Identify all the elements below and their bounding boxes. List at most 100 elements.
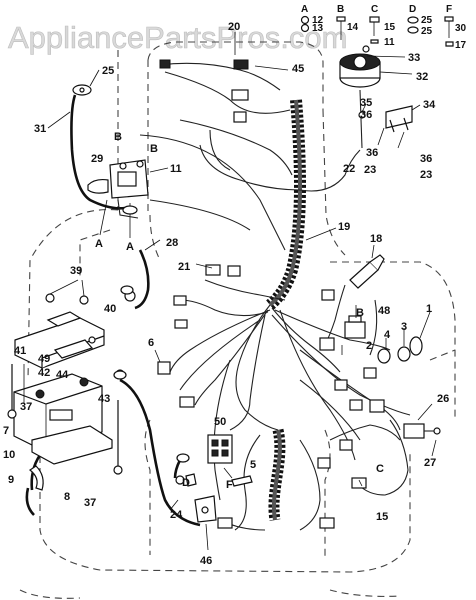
connector-icon [319, 517, 335, 529]
connector-icon [349, 399, 363, 411]
connectors [157, 59, 385, 529]
connector-icon [317, 457, 331, 469]
callout-31: 31 [34, 123, 46, 135]
relay-module [207, 434, 233, 464]
key-letter-b: B [337, 4, 344, 15]
callout-21: 21 [178, 261, 190, 273]
connector-icon [369, 399, 385, 413]
callout-34: 34 [423, 99, 436, 111]
callout-18: 18 [370, 233, 382, 245]
callout-43: 43 [98, 393, 110, 405]
vent-tube [28, 465, 44, 491]
battery-terminal [79, 377, 89, 387]
callout-8: 8 [64, 491, 70, 503]
callout-36b: 36 [366, 147, 378, 159]
key-item-17: 17 [455, 40, 467, 51]
grommet-icon [377, 348, 391, 364]
callout-5: 5 [250, 459, 256, 471]
callout-26: 26 [437, 393, 449, 405]
ref-letter-a: A [95, 238, 103, 250]
harness-clip [194, 495, 217, 551]
key-letter-a: A [301, 4, 308, 15]
callout-49: 49 [38, 353, 50, 365]
bolt-head-icon [444, 16, 454, 22]
connector-icon [159, 59, 171, 69]
callout-32: 32 [416, 71, 428, 83]
grommet-icon [397, 346, 411, 362]
callout-9: 9 [8, 474, 14, 486]
washer-icon [407, 16, 419, 24]
starter-solenoid [87, 159, 169, 238]
nut-icon [370, 39, 379, 44]
callout-22: 22 [343, 163, 355, 175]
callout-6: 6 [148, 337, 154, 349]
callout-33: 33 [408, 52, 420, 64]
lower-conduit [268, 428, 286, 521]
callout-7: 7 [3, 425, 9, 437]
callout-46: 46 [200, 555, 212, 567]
connector-icon [233, 111, 247, 123]
key-item-25a: 25 [421, 15, 433, 26]
hardware-key: A 12 13 B 14 C 15 11 D 25 25 F 30 17 [300, 4, 467, 51]
key-item-11: 11 [384, 37, 395, 48]
main-harness-conduit [266, 99, 306, 310]
fuel-solenoid-plug [349, 244, 385, 289]
callout-41: 41 [14, 345, 26, 357]
connector-icon [339, 439, 353, 451]
callout-45: 45 [292, 63, 304, 75]
switch-bracket [358, 89, 421, 149]
switch-icon [363, 367, 377, 379]
key-item-13: 13 [312, 23, 324, 34]
callout-labels: 1 2 3 4 5 6 7 8 9 10 11 15 18 19 20 21 2… [3, 21, 449, 567]
connector-icon [233, 59, 249, 70]
washer-icon [300, 15, 310, 25]
ref-letter-c: C [376, 463, 384, 475]
callout-1: 1 [426, 303, 432, 315]
battery-tray [31, 425, 113, 465]
callout-23a: 23 [364, 164, 376, 176]
bolt-head-icon [336, 16, 346, 22]
ignition-switch [403, 403, 441, 457]
callout-15: 15 [376, 511, 388, 523]
bolt-head-icon [369, 16, 380, 23]
ref-letter-d: D [182, 477, 190, 489]
callout-10: 10 [3, 449, 15, 461]
leader-lines [47, 32, 363, 511]
connector-icon [179, 396, 195, 408]
callout-36a: 36 [360, 109, 372, 121]
callout-29: 29 [91, 153, 103, 165]
callout-20: 20 [228, 21, 240, 33]
pto-clutch [339, 45, 413, 88]
boot-icon [87, 178, 109, 194]
key-letter-f: F [446, 4, 452, 15]
connector-icon [351, 477, 367, 489]
letter-references: B B A A B C D F [95, 131, 384, 491]
callout-11: 11 [170, 163, 182, 175]
callout-40: 40 [104, 303, 116, 315]
battery-terminal [35, 389, 45, 399]
callout-3: 3 [401, 321, 407, 333]
connector-icon [227, 265, 241, 277]
connector-icon [205, 264, 221, 276]
washer-icon [300, 23, 310, 33]
key-letter-d: D [409, 4, 416, 15]
ring-terminal [72, 84, 92, 96]
key-letter-c: C [371, 4, 378, 15]
cable-terminals [113, 205, 190, 463]
callout-24: 24 [170, 509, 183, 521]
callout-19: 19 [338, 221, 350, 233]
nut-icon [445, 41, 454, 47]
battery-assembly [7, 279, 123, 516]
callout-39: 39 [70, 265, 82, 277]
callout-42: 42 [38, 367, 50, 379]
key-item-14: 14 [347, 22, 359, 33]
connector-icon [217, 517, 233, 529]
key-item-12: 12 [312, 15, 324, 26]
connector-icon [231, 89, 249, 101]
ref-letter-a: A [126, 241, 134, 253]
connector-icon [319, 337, 335, 351]
connector-icon [157, 361, 171, 375]
callout-27: 27 [424, 457, 436, 469]
ref-letter-b: B [356, 307, 364, 319]
callout-2: 2 [366, 340, 372, 352]
